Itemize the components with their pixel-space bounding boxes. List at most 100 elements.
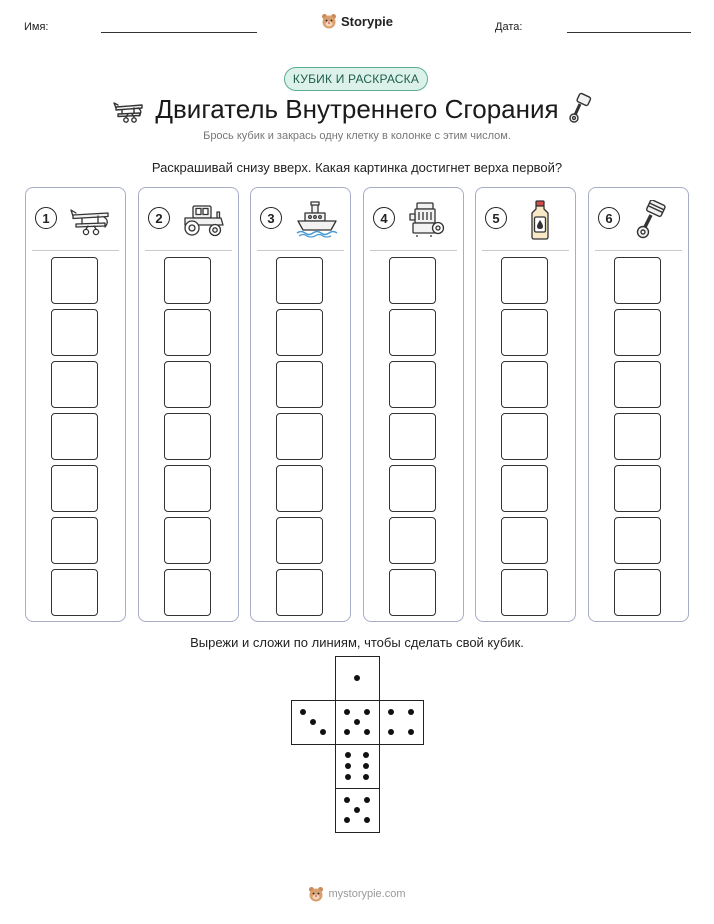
brand-logo: Storypie <box>0 13 714 34</box>
category-badge: КУБИК И РАСКРАСКА <box>284 67 428 91</box>
die-pip <box>388 709 394 715</box>
airplane-icon <box>113 102 143 123</box>
column-number: 2 <box>148 207 170 229</box>
name-line <box>101 32 257 33</box>
color-cell[interactable] <box>276 517 323 564</box>
die-face-5-bottom <box>335 788 380 833</box>
die-pip <box>388 729 394 735</box>
oil-bottle-icon <box>531 200 549 240</box>
color-cell[interactable] <box>389 361 436 408</box>
column-divider <box>482 250 569 251</box>
color-cell[interactable] <box>501 465 548 512</box>
column-number: 6 <box>598 207 620 229</box>
color-cell[interactable] <box>501 309 548 356</box>
color-cell[interactable] <box>164 517 211 564</box>
die-face-3 <box>291 700 336 745</box>
color-cell[interactable] <box>389 465 436 512</box>
color-cell[interactable] <box>614 361 661 408</box>
die-pip <box>354 807 360 813</box>
color-cell[interactable] <box>614 413 661 460</box>
column-1: 1 <box>25 187 126 622</box>
column-divider <box>595 250 682 251</box>
color-cell[interactable] <box>389 569 436 616</box>
brand-name: Storypie <box>340 13 393 29</box>
airplane-icon <box>70 209 109 236</box>
column-2: 2 <box>138 187 239 622</box>
color-cell[interactable] <box>501 257 548 304</box>
color-cell[interactable] <box>389 309 436 356</box>
color-cell[interactable] <box>164 465 211 512</box>
color-cell[interactable] <box>164 569 211 616</box>
color-cell[interactable] <box>614 309 661 356</box>
color-cell[interactable] <box>51 309 98 356</box>
color-cell[interactable] <box>389 413 436 460</box>
die-pip <box>345 774 351 780</box>
column-4: 4 <box>363 187 464 622</box>
color-cell[interactable] <box>389 257 436 304</box>
color-cell[interactable] <box>276 257 323 304</box>
color-cell[interactable] <box>276 413 323 460</box>
die-pip <box>364 797 370 803</box>
color-cell[interactable] <box>614 569 661 616</box>
column-5: 5 <box>475 187 576 622</box>
footer: mystorypie.com <box>0 886 714 907</box>
coloring-instruction: Раскрашивай снизу вверх. Какая картинка … <box>151 160 563 175</box>
color-cell[interactable] <box>51 465 98 512</box>
color-cell[interactable] <box>276 465 323 512</box>
column-6: 6 <box>588 187 689 622</box>
die-pip <box>363 774 369 780</box>
color-cell[interactable] <box>164 257 211 304</box>
die-pip <box>354 675 360 681</box>
piston-icon <box>636 200 666 239</box>
name-label: Имя: <box>24 21 49 33</box>
color-cell[interactable] <box>51 361 98 408</box>
die-pip <box>364 729 370 735</box>
die-pip <box>408 709 414 715</box>
color-cell[interactable] <box>276 361 323 408</box>
die-pip <box>344 729 350 735</box>
footer-link[interactable]: mystorypie.com <box>328 888 406 900</box>
die-pip <box>344 797 350 803</box>
column-number: 4 <box>373 207 395 229</box>
column-divider <box>370 250 457 251</box>
color-cell[interactable] <box>501 569 548 616</box>
bear-face-icon <box>309 887 324 902</box>
color-cell[interactable] <box>164 309 211 356</box>
color-cell[interactable] <box>501 517 548 564</box>
color-cell[interactable] <box>51 517 98 564</box>
column-divider <box>257 250 344 251</box>
die-pip <box>345 752 351 758</box>
die-face-4 <box>379 700 424 745</box>
color-cell[interactable] <box>614 517 661 564</box>
die-pip <box>344 709 350 715</box>
color-cell[interactable] <box>389 517 436 564</box>
date-line <box>567 32 691 33</box>
die-pip <box>408 729 414 735</box>
die-pip <box>345 763 351 769</box>
subtitle: Брось кубик и закрась одну клетку в коло… <box>203 130 511 142</box>
column-divider <box>32 250 119 251</box>
color-cell[interactable] <box>164 361 211 408</box>
die-face-5 <box>335 700 380 745</box>
die-pip <box>364 817 370 823</box>
die-pip <box>310 719 316 725</box>
die-pip <box>354 719 360 725</box>
color-cell[interactable] <box>51 569 98 616</box>
color-cell[interactable] <box>51 257 98 304</box>
color-cell[interactable] <box>276 569 323 616</box>
die-pip <box>363 763 369 769</box>
column-divider <box>145 250 232 251</box>
color-cell[interactable] <box>614 465 661 512</box>
die-face-1 <box>335 656 380 701</box>
color-cell[interactable] <box>276 309 323 356</box>
tractor-icon <box>184 205 224 237</box>
color-cell[interactable] <box>501 361 548 408</box>
steamboat-icon <box>296 201 338 238</box>
color-cell[interactable] <box>501 413 548 460</box>
engine-icon <box>409 202 445 237</box>
cut-instruction: Вырежи и сложи по линиям, чтобы сделать … <box>190 635 524 650</box>
color-cell[interactable] <box>51 413 98 460</box>
color-cell[interactable] <box>614 257 661 304</box>
color-cell[interactable] <box>164 413 211 460</box>
die-face-6 <box>335 744 380 789</box>
